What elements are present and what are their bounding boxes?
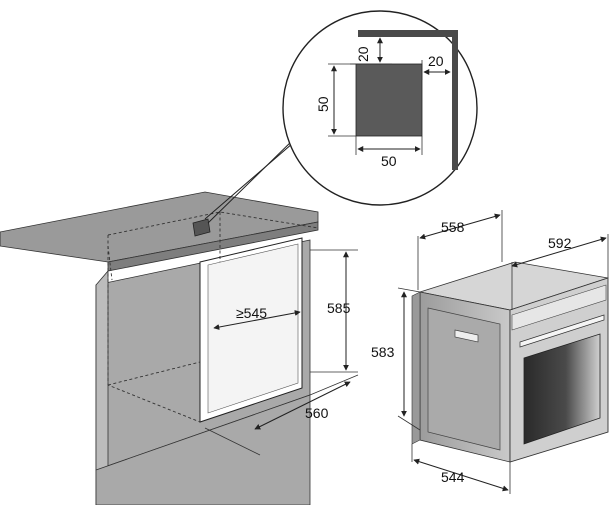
vent-square [355, 63, 423, 137]
oven-dimensions: 558 592 583 544 [371, 210, 609, 494]
label-cavity-height: 585 [327, 300, 351, 316]
cabinet-dimensions: 585 ≥545 560 [204, 249, 359, 456]
vent-opening [192, 218, 211, 237]
cabinet [0, 191, 319, 505]
label-oven-height: 583 [371, 344, 395, 360]
label-detail-side-gap: 20 [428, 53, 444, 69]
label-oven-body-depth: 544 [441, 469, 465, 485]
label-oven-width: 592 [548, 235, 572, 251]
label-detail-top-gap: 20 [355, 46, 371, 62]
vent-detail-callout: 20 20 50 50 [204, 10, 478, 224]
label-oven-depth: 558 [441, 219, 465, 235]
label-cavity-depth: ≥545 [236, 305, 267, 321]
label-detail-height: 50 [315, 96, 331, 112]
oven-window [523, 333, 601, 445]
label-cavity-width: 560 [305, 405, 329, 421]
oven [411, 261, 609, 463]
label-detail-width: 50 [381, 153, 397, 169]
